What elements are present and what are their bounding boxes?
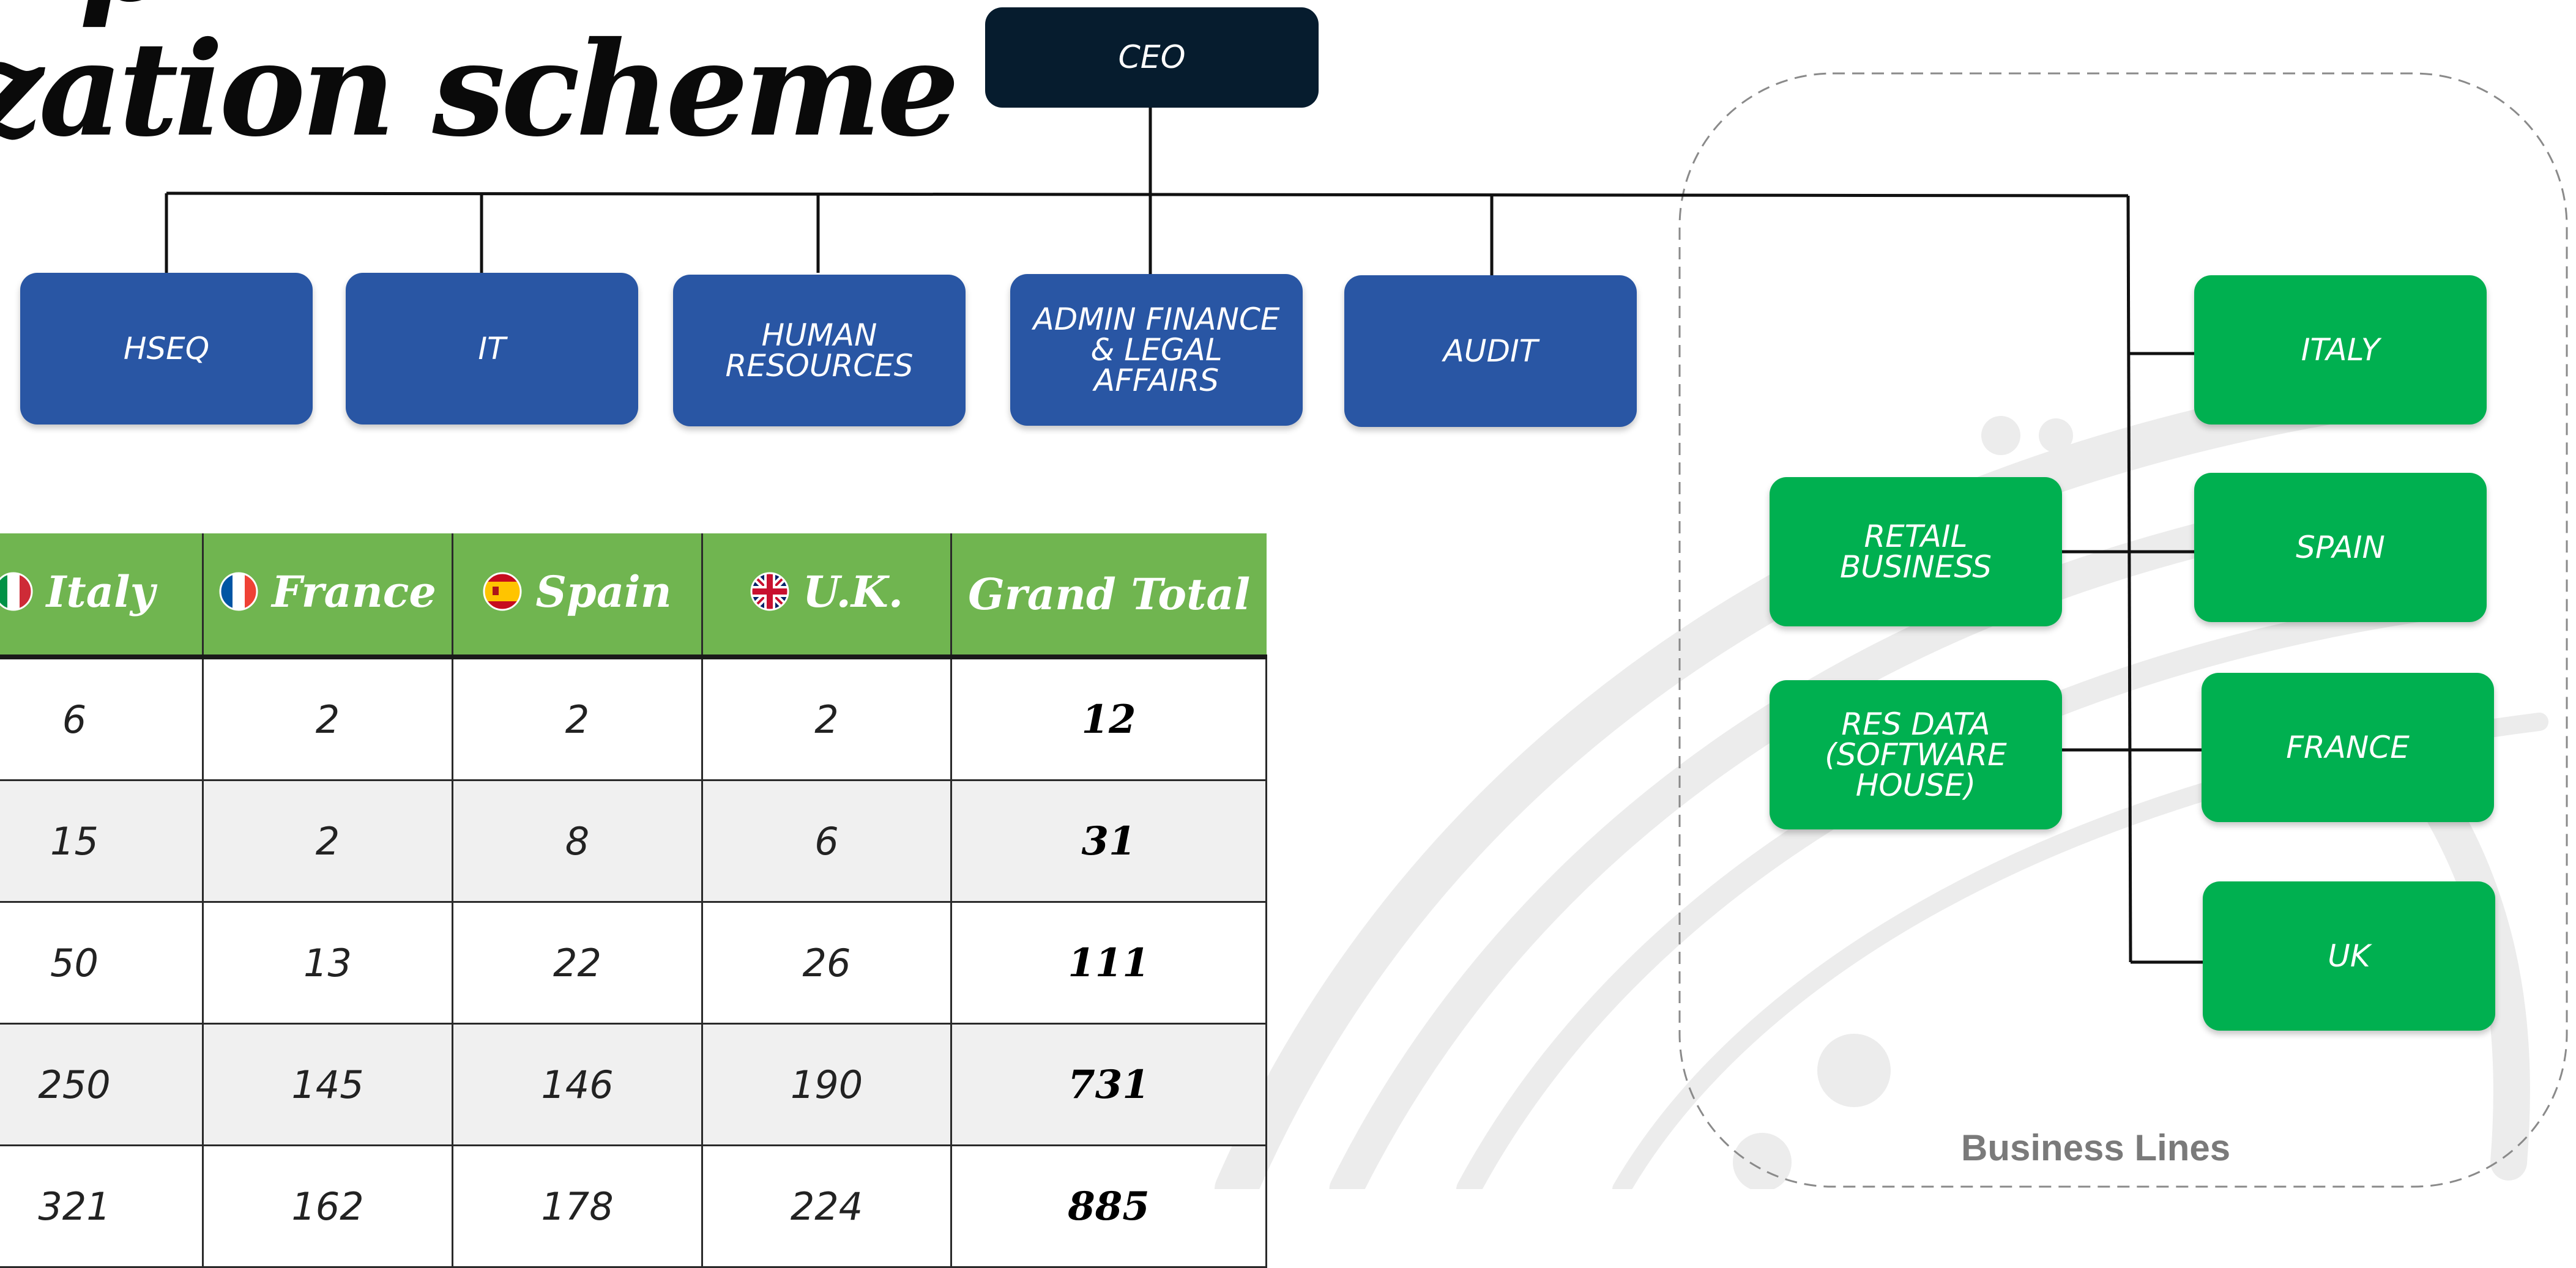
spain-flag-icon — [483, 572, 522, 611]
country-label: UK — [2328, 938, 2370, 974]
total-cell: 885 — [950, 1144, 1267, 1268]
business-lines-label: Business Lines — [1961, 1127, 2231, 1168]
title-text: zation scheme — [0, 13, 959, 165]
table-cell: 321 — [0, 1144, 204, 1268]
header-spain[interactable]: Spain — [452, 533, 702, 659]
ceo-label: CEO — [1118, 39, 1186, 76]
header-label: U.K. — [802, 566, 904, 617]
ceo-box[interactable]: CEO — [985, 7, 1319, 108]
header-label: France — [272, 566, 436, 617]
country-label: SPAIN — [2296, 530, 2385, 565]
function-label: HUMAN RESOURCES — [725, 317, 914, 384]
table-cell: 6 — [0, 656, 204, 781]
table-cell: 145 — [202, 1023, 453, 1146]
table-cell: 2 — [202, 779, 453, 903]
table-cell: 250 — [0, 1023, 204, 1146]
function-label: AUDIT — [1443, 333, 1538, 369]
table-cell: 15 — [0, 779, 204, 903]
table-cell: 50 — [0, 901, 204, 1025]
header-france[interactable]: France — [202, 533, 453, 659]
italy-flag-icon — [0, 572, 33, 611]
header-uk[interactable]: U.K. — [701, 533, 951, 659]
function-box-admin-finance-legal[interactable]: ADMIN FINANCE & LEGAL AFFAIRS — [1010, 274, 1303, 426]
table-row: 321 162 178 224 885 — [0, 1144, 1267, 1268]
table-cell: 2 — [202, 656, 453, 781]
total-cell: 111 — [950, 901, 1267, 1025]
table-cell: 178 — [452, 1144, 703, 1268]
table-cell: 26 — [701, 901, 952, 1025]
table-cell: 146 — [452, 1023, 703, 1146]
header-label: Grand Total — [968, 568, 1251, 620]
header-label: Spain — [535, 566, 672, 617]
table-cell: 2 — [701, 656, 952, 781]
table-row: 15 2 8 6 31 — [0, 779, 1267, 903]
total-cell: 731 — [950, 1023, 1267, 1146]
table-header-row: Italy Franc — [0, 533, 1267, 659]
function-label: HSEQ — [123, 331, 210, 366]
function-box-audit[interactable]: AUDIT — [1344, 275, 1637, 427]
business-lines-frame — [1678, 72, 2568, 1188]
table-cell: 13 — [202, 901, 453, 1025]
employee-table: Italy Franc — [0, 533, 1267, 1268]
country-label: FRANCE — [2286, 730, 2410, 765]
country-label: ITALY — [2301, 332, 2380, 368]
france-flag-icon — [219, 572, 258, 611]
country-box-uk[interactable]: UK — [2203, 881, 2495, 1031]
business-unit-retail[interactable]: RETAIL BUSINESS — [1770, 477, 2062, 626]
table-row: 6 2 2 2 12 — [0, 656, 1267, 781]
function-label: IT — [478, 331, 506, 366]
table-cell: 224 — [701, 1144, 952, 1268]
table-cell: 162 — [202, 1144, 453, 1268]
business-unit-label: RETAIL BUSINESS — [1839, 519, 1992, 585]
table-cell: 8 — [452, 779, 703, 903]
total-cell: 31 — [950, 779, 1267, 903]
table-row: 250 145 146 190 731 — [0, 1023, 1267, 1146]
uk-flag-icon — [750, 572, 789, 611]
function-box-it[interactable]: IT — [346, 273, 638, 425]
table-cell: 2 — [452, 656, 703, 781]
country-box-italy[interactable]: ITALY — [2194, 275, 2487, 425]
table-row: 50 13 22 26 111 — [0, 901, 1267, 1025]
table-cell: 6 — [701, 779, 952, 903]
business-unit-label: RES DATA (SOFTWARE HOUSE) — [1825, 706, 2007, 803]
total-cell: 12 — [950, 656, 1267, 781]
header-italy[interactable]: Italy — [0, 533, 203, 659]
country-box-france[interactable]: FRANCE — [2202, 673, 2494, 822]
function-label: ADMIN FINANCE & LEGAL AFFAIRS — [1033, 302, 1280, 398]
business-unit-res-data[interactable]: RES DATA (SOFTWARE HOUSE) — [1770, 680, 2062, 829]
org-connectors — [165, 107, 2203, 964]
function-box-human-resources[interactable]: HUMAN RESOURCES — [673, 275, 966, 426]
title-fragment: p — [80, 0, 170, 20]
header-grand-total[interactable]: Grand Total — [950, 533, 1267, 659]
country-box-spain[interactable]: SPAIN — [2194, 473, 2487, 622]
header-label: Italy — [46, 566, 155, 617]
table-cell: 22 — [452, 901, 703, 1025]
table-cell: 190 — [701, 1023, 952, 1146]
function-box-hseq[interactable]: HSEQ — [20, 273, 313, 425]
